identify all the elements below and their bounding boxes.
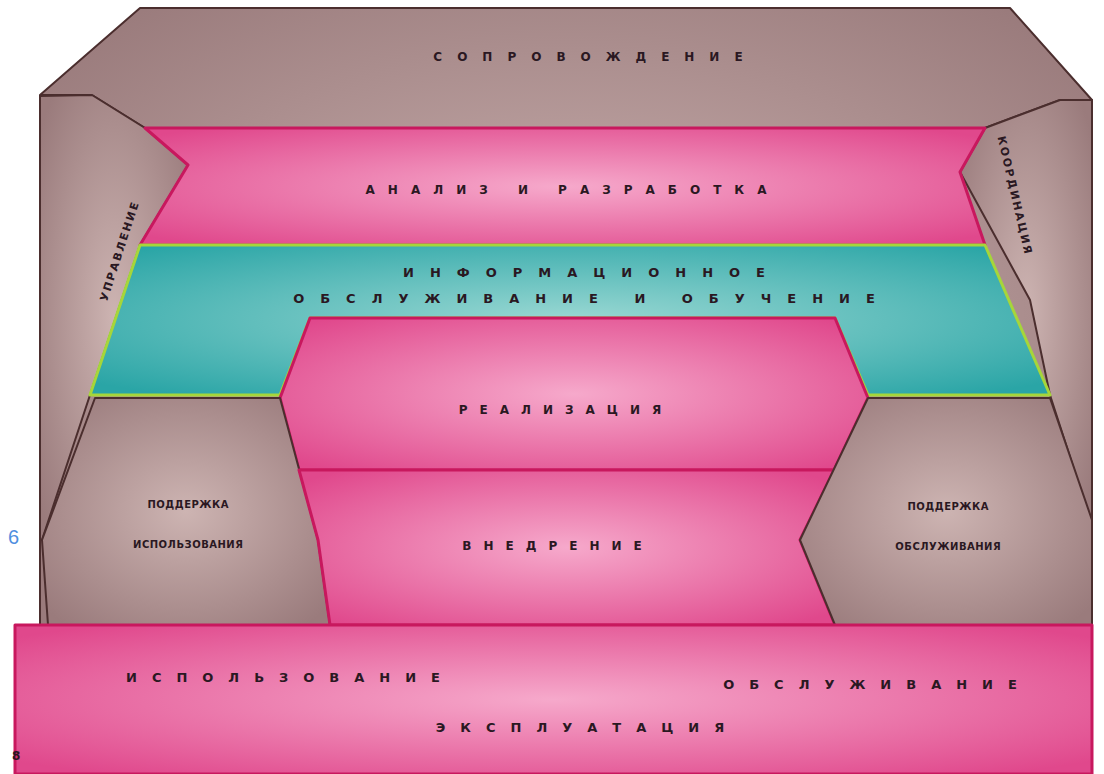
band-outline	[800, 398, 1092, 625]
base-band: ИСПОЛЬЗОВАНИЕ ОБСЛУЖИВАНИЕ ЭКСПЛУАТАЦИЯ	[13, 623, 1094, 774]
band-label: ОБСЛУЖИВАНИЕ	[670, 676, 1070, 693]
band-label: ИСПОЛЬЗОВАНИЕ	[63, 669, 503, 686]
band-outline	[140, 128, 985, 245]
page-number: 8	[12, 750, 20, 763]
band-outline	[40, 8, 1092, 628]
band-label: ПОДДЕРЖКА ОБСЛУЖИВАНИЯ	[873, 487, 1023, 567]
process-band: ВНЕДРЕНИЕ	[297, 468, 837, 627]
band-label: АНАЛИЗ И РАЗРАБОТКА	[256, 182, 876, 198]
process-band: РЕАЛИЗАЦИЯ	[278, 316, 870, 472]
support-box: ПОДДЕРЖКА ОБСЛУЖИВАНИЯ	[798, 396, 1094, 627]
band-label: ЭКСПЛУАТАЦИЯ	[360, 719, 800, 736]
band-label: СОПРОВОЖДЕНИЕ	[328, 49, 848, 65]
callout-number: 6	[8, 526, 19, 548]
base-band-shape	[13, 623, 1094, 774]
process-band-shape	[278, 316, 870, 472]
band-outline	[280, 318, 868, 470]
process-band: АНАЛИЗ И РАЗРАБОТКА	[138, 126, 987, 247]
band-label: ПОДДЕРЖКА ИСПОЛЬЗОВАНИЯ	[113, 485, 263, 565]
band-label: РЕАЛИЗАЦИЯ	[360, 402, 760, 418]
band-outline	[15, 625, 1092, 774]
band-outline	[299, 470, 835, 625]
support-box-shape	[40, 396, 332, 627]
frame-band: СОПРОВОЖДЕНИЕУПРАВЛЕНИЕКООРДИНАЦИЯАНАЛИЗ…	[38, 6, 1094, 630]
band-label: ИНФОРМАЦИОННОЕ ОБСЛУЖИВАНИЕ И ОБУЧЕНИЕ	[259, 260, 909, 312]
band-label: ВНЕДРЕНИЕ	[352, 538, 752, 554]
support-box: ПОДДЕРЖКА ИСПОЛЬЗОВАНИЯ	[40, 396, 332, 627]
band-outline	[42, 398, 330, 625]
